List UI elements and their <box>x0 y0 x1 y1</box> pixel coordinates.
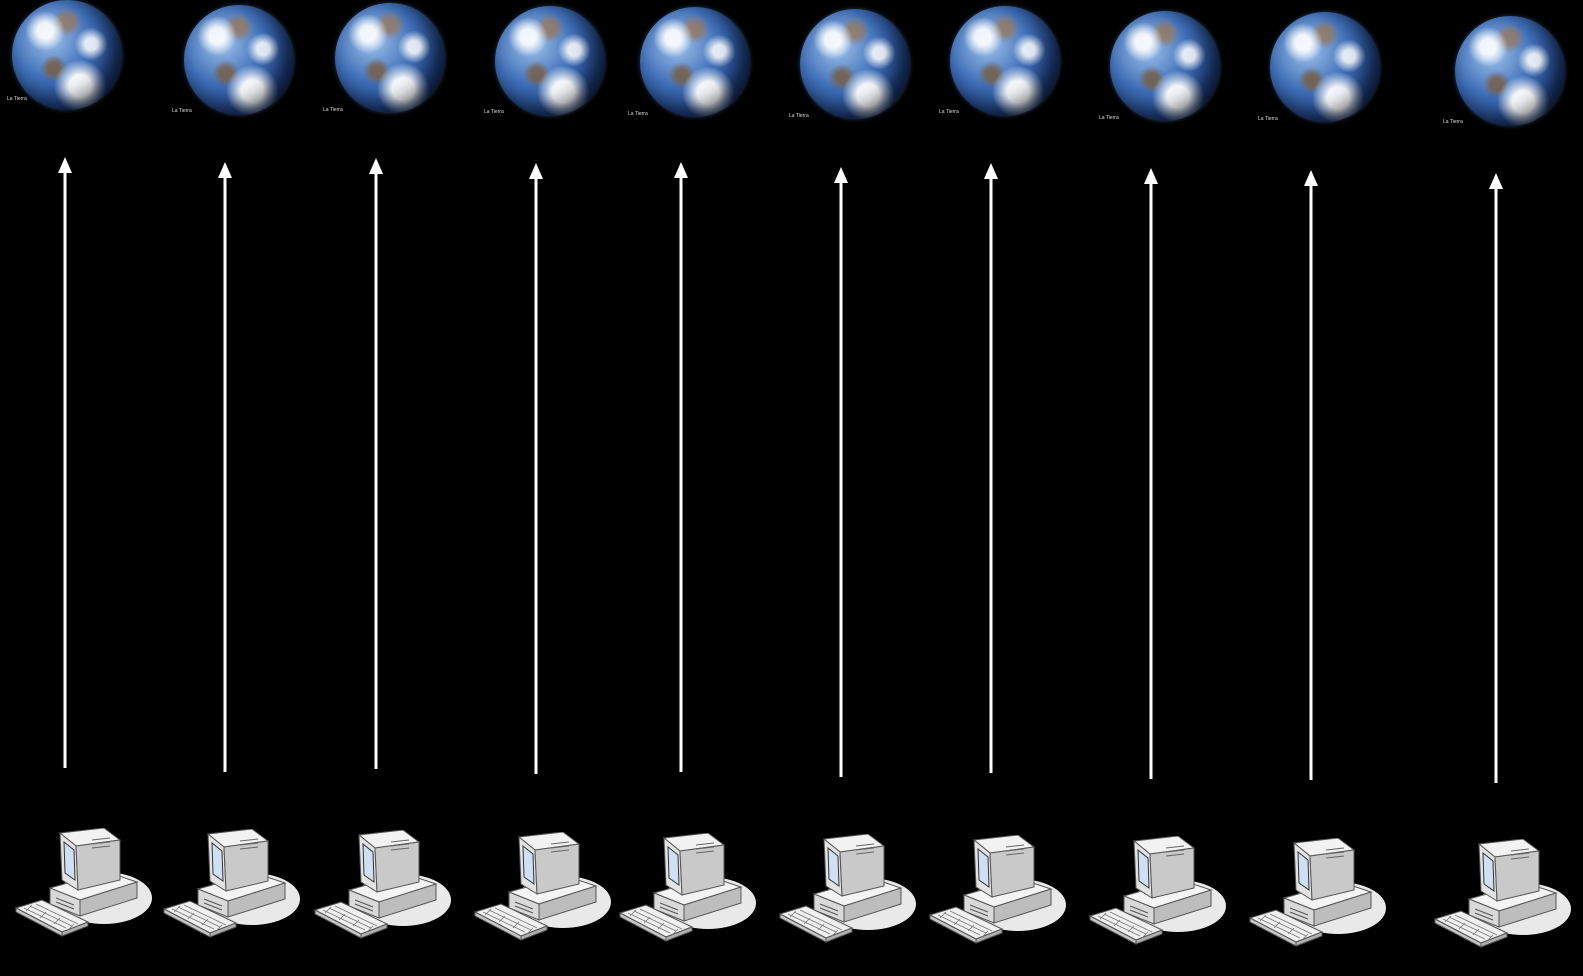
arrowhead <box>834 167 848 183</box>
earth-globe-icon <box>640 7 750 117</box>
upward-arrow <box>369 158 383 769</box>
upward-arrow <box>529 163 543 774</box>
earth-label: La Tierra <box>789 113 809 119</box>
arrowhead <box>674 162 688 178</box>
earth-globe-icon <box>1270 12 1380 122</box>
arrowhead <box>218 162 232 178</box>
desktop-computer-icon <box>160 829 300 954</box>
earth-label: La Tierra <box>1443 119 1463 125</box>
desktop-computer-icon <box>1086 836 1226 961</box>
desktop-computer-icon <box>1431 839 1571 964</box>
earth-label: La Tierra <box>1258 116 1278 122</box>
earth-label: La Tierra <box>172 108 192 114</box>
desktop-computer-icon <box>1246 838 1386 963</box>
upward-arrow <box>1144 168 1158 779</box>
arrowhead <box>58 157 72 173</box>
desktop-computer-icon <box>926 835 1066 960</box>
upward-arrow <box>1304 170 1318 780</box>
upward-arrow <box>834 167 848 777</box>
upward-arrow <box>674 162 688 772</box>
desktop-computer-icon <box>616 833 756 958</box>
earth-label: La Tierra <box>484 109 504 115</box>
arrowhead <box>529 163 543 179</box>
upward-arrow <box>218 162 232 772</box>
earth-label: La Tierra <box>323 107 343 113</box>
earth-label: La Tierra <box>628 111 648 117</box>
upward-arrow <box>984 163 998 773</box>
earth-globe-icon <box>1455 16 1565 126</box>
upward-arrow <box>1489 173 1503 783</box>
earth-globe-icon <box>495 6 605 116</box>
earth-globe-icon <box>335 3 445 113</box>
earth-globe-icon <box>12 0 122 110</box>
desktop-computer-icon <box>776 834 916 959</box>
earth-label: La Tierra <box>7 96 27 102</box>
arrowhead <box>369 158 383 174</box>
desktop-computer-icon <box>12 828 152 953</box>
earth-globe-icon <box>800 9 910 119</box>
earth-label: La Tierra <box>1099 115 1119 121</box>
desktop-computer-icon <box>311 830 451 955</box>
earth-globe-icon <box>184 5 294 115</box>
arrowhead <box>1304 170 1318 186</box>
desktop-computer-icon <box>471 832 611 957</box>
arrowhead <box>984 163 998 179</box>
arrowhead <box>1489 173 1503 189</box>
earth-globe-icon <box>950 6 1060 116</box>
earth-label: La Tierra <box>939 109 959 115</box>
arrowhead <box>1144 168 1158 184</box>
upward-arrow <box>58 157 72 768</box>
earth-globe-icon <box>1110 11 1220 121</box>
